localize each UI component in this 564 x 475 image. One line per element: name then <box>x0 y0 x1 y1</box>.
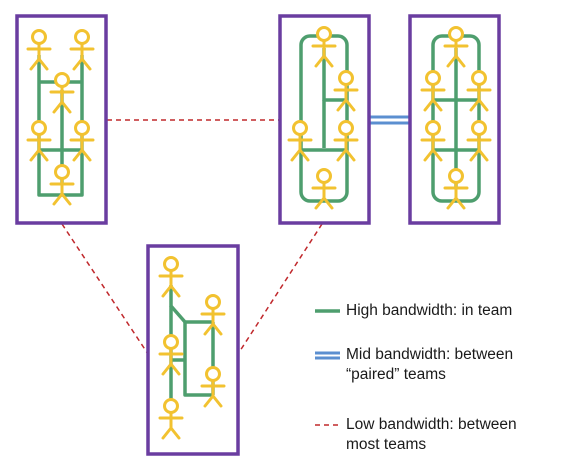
person-icon <box>420 70 446 112</box>
legend-samples <box>315 309 340 426</box>
team-c <box>408 14 501 225</box>
legend-high-label: High bandwidth: in team <box>346 302 513 319</box>
person-icon <box>69 120 95 162</box>
team-b-people <box>287 26 359 210</box>
team-a-people <box>26 29 95 206</box>
person-icon <box>158 334 184 376</box>
connection-team-b-team-d <box>237 223 323 355</box>
legend-low-label: Low bandwidth: between most teams <box>346 416 517 453</box>
person-icon <box>49 164 75 206</box>
team-b <box>278 14 371 225</box>
person-icon <box>311 168 337 210</box>
team-d <box>146 244 240 456</box>
person-icon <box>158 398 184 440</box>
connection-team-a-team-d <box>61 223 149 355</box>
person-icon <box>466 120 492 162</box>
person-icon <box>420 120 446 162</box>
person-icon <box>200 294 226 336</box>
person-icon <box>200 366 226 408</box>
person-icon <box>443 168 469 210</box>
person-icon <box>466 70 492 112</box>
team-a <box>15 14 108 225</box>
low-bandwidth-connections <box>61 119 323 355</box>
person-icon <box>333 70 359 112</box>
person-icon <box>333 120 359 162</box>
person-icon <box>287 120 313 162</box>
legend-mid-label: Mid bandwidth: between “paired” teams <box>346 346 514 383</box>
person-icon <box>49 72 75 114</box>
team-d-people <box>158 256 226 440</box>
person-icon <box>69 29 95 71</box>
person-icon <box>26 120 52 162</box>
person-icon <box>158 256 184 298</box>
person-icon <box>311 26 337 68</box>
person-icon <box>26 29 52 71</box>
mid-bandwidth-connection <box>370 115 410 125</box>
team-c-people <box>420 26 492 210</box>
person-icon <box>443 26 469 68</box>
